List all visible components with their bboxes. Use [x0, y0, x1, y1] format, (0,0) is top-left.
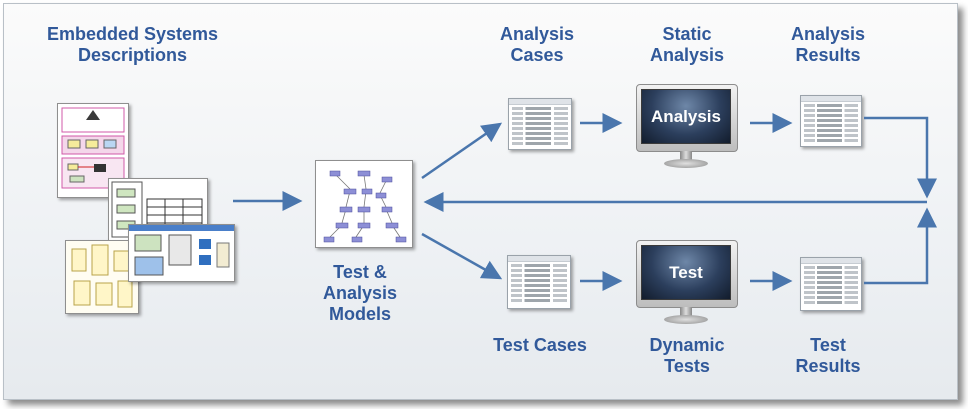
test-results-label: Test Results	[795, 335, 861, 376]
static-analysis-monitor: Analysis	[636, 84, 738, 172]
test-cases-label: Test Cases	[493, 335, 587, 355]
analysis-screen-text: Analysis	[641, 89, 731, 144]
test-cases-doc	[507, 255, 571, 309]
dynamic-tests-label: Dynamic Tests	[649, 335, 725, 376]
system-diagram-doc-2	[108, 178, 208, 243]
static-analysis-label: Static Analysis	[649, 24, 725, 65]
system-diagram-doc-4	[128, 224, 235, 282]
analysis-cases-doc	[508, 98, 572, 150]
system-diagram-3-graphic	[71, 244, 133, 308]
analysis-results-label: Analysis Results	[790, 24, 866, 65]
system-diagram-4-graphic	[129, 225, 234, 276]
test-screen-text: Test	[641, 245, 731, 300]
analysis-results-doc	[800, 95, 862, 147]
model-graph	[323, 170, 407, 243]
system-diagram-doc-3	[65, 240, 139, 314]
dynamic-tests-monitor: Test	[636, 240, 738, 328]
test-results-doc	[800, 257, 862, 311]
system-diagram-doc-1	[57, 103, 129, 198]
test-analysis-model	[315, 160, 413, 248]
analysis-cases-label: Analysis Cases	[499, 24, 575, 65]
embedded-systems-descriptions-label: Embedded Systems Descriptions	[46, 24, 219, 65]
test-analysis-models-label: Test & Analysis Models	[322, 262, 398, 324]
